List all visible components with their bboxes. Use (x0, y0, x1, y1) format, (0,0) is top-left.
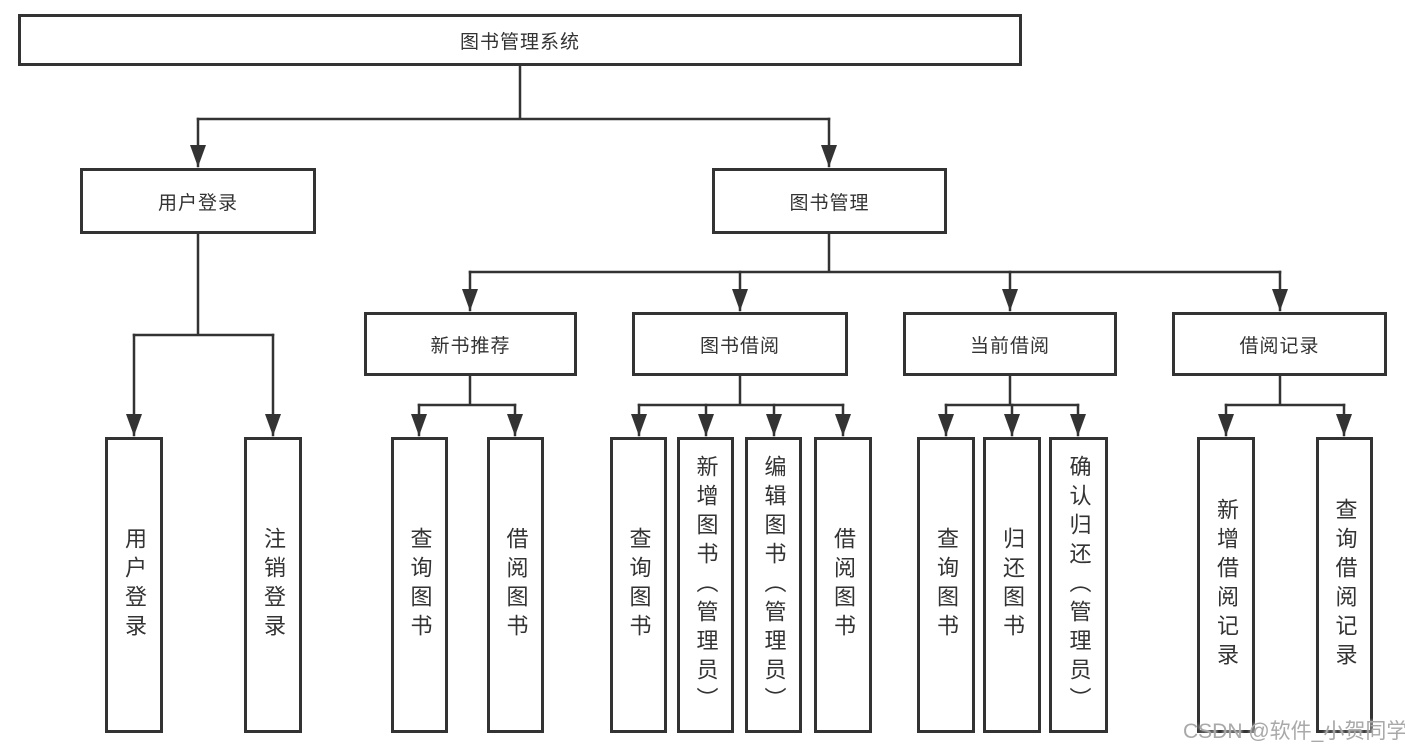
node-query-borrow-record: 查询借阅记录 (1316, 437, 1373, 733)
node-borrow-books-recommend: 借阅图书 (487, 437, 544, 733)
node-borrowing-records: 借阅记录 (1172, 312, 1387, 376)
node-user-login-leaf: 用户登录 (105, 437, 163, 733)
node-user-login: 用户登录 (80, 168, 316, 234)
node-query-books-recommend: 查询图书 (391, 437, 448, 733)
node-new-book-recommendation: 新书推荐 (364, 312, 577, 376)
node-add-borrow-record: 新增借阅记录 (1197, 437, 1255, 733)
node-current-borrowing: 当前借阅 (903, 312, 1117, 376)
csdn-watermark: CSDN @软件_小贺同学 (1183, 720, 1405, 743)
node-book-management: 图书管理 (712, 168, 947, 234)
node-query-books-current: 查询图书 (917, 437, 975, 733)
node-logout: 注销登录 (244, 437, 302, 733)
node-return-books: 归还图书 (983, 437, 1041, 733)
node-add-books-admin: 新增图书（管理员） (677, 437, 734, 733)
node-book-borrowing: 图书借阅 (632, 312, 848, 376)
node-query-books-borrowing: 查询图书 (610, 437, 667, 733)
node-confirm-return-admin: 确认归还（管理员） (1049, 437, 1108, 733)
node-edit-books-admin: 编辑图书（管理员） (745, 437, 802, 733)
node-borrow-books-borrowing: 借阅图书 (814, 437, 872, 733)
node-library-management-system: 图书管理系统 (18, 14, 1022, 66)
